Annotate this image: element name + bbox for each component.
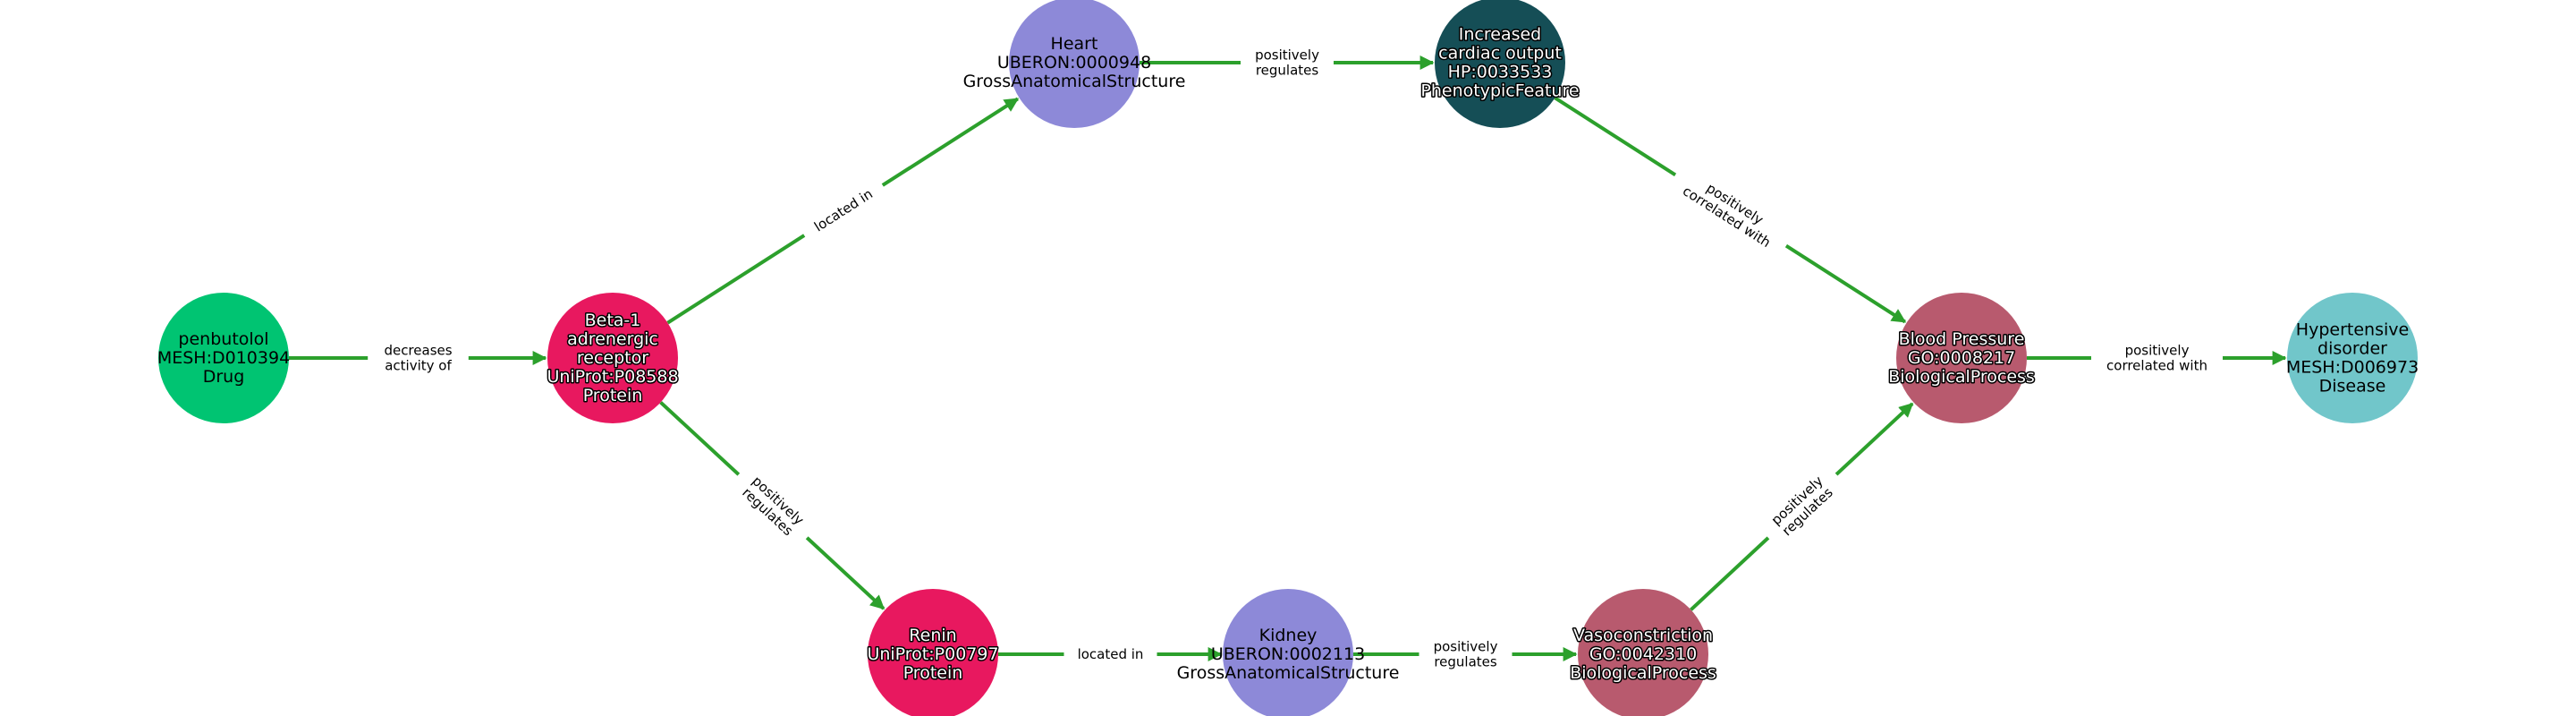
node-label-line: PhenotypicFeature: [1420, 81, 1579, 101]
edge-label-line: positively: [1255, 47, 1319, 64]
node-label-line: receptor: [577, 348, 648, 368]
node-label-line: BiologicalProcess: [1888, 367, 2035, 387]
node-vaso[interactable]: VasoconstrictionGO:0042310BiologicalProc…: [1569, 589, 1717, 716]
node-label-line: GrossAnatomicalStructure: [1177, 663, 1400, 683]
edge-label-background: [368, 340, 469, 376]
node-circle[interactable]: [158, 293, 289, 423]
node-circle[interactable]: [868, 589, 998, 716]
node-label-line: GrossAnatomicalStructure: [963, 72, 1186, 91]
edge-label-line: located in: [811, 186, 876, 235]
edge-label-line: positively: [2125, 343, 2190, 359]
node-label-line: Renin: [909, 626, 956, 645]
edge-label-line: positively: [1434, 639, 1498, 655]
edge-label-line: activity of: [385, 358, 452, 374]
node-label-line: Vasoconstriction: [1573, 626, 1713, 645]
node-circle[interactable]: [1223, 589, 1353, 716]
edge-label-background: [1665, 159, 1796, 261]
edge-label-line: decreases: [384, 343, 452, 359]
edge-label-background: [726, 461, 819, 551]
node-circle[interactable]: [1009, 0, 1140, 128]
node-label-line: penbutolol: [178, 329, 268, 349]
node-label-line: Drug: [203, 367, 245, 387]
node-circle[interactable]: [1435, 0, 1565, 128]
node-heart[interactable]: HeartUBERON:0000948GrossAnatomicalStruct…: [963, 0, 1186, 128]
edge-label-line: regulates: [1256, 63, 1319, 79]
node-label-line: UniProt:P00797: [867, 644, 998, 664]
node-label-line: GO:0042310: [1589, 644, 1697, 664]
node-kidney[interactable]: KidneyUBERON:0002113GrossAnatomicalStruc…: [1177, 589, 1400, 716]
node-label-line: HP:0033533: [1448, 63, 1553, 82]
edge-label-background: [1756, 461, 1849, 551]
node-label-line: Hypertensive: [2296, 320, 2409, 340]
node-label-line: Blood Pressure: [1899, 329, 2025, 349]
node-label-line: disorder: [2318, 339, 2387, 359]
node-beta1[interactable]: Beta-1adrenergicreceptorUniProt:P08588Pr…: [546, 293, 680, 423]
node-label-line: GO:0008217: [1908, 348, 2015, 368]
node-label-line: adrenergic: [567, 329, 658, 349]
node-label-line: Protein: [903, 663, 963, 683]
edge-beta1-heart: located in: [666, 97, 1020, 325]
node-label-line: BiologicalProcess: [1570, 663, 1716, 683]
edge-label-background: [2091, 340, 2223, 376]
edge-label-line: regulates: [1434, 654, 1497, 670]
node-label-line: Beta-1: [585, 311, 641, 330]
node-label-line: MESH:D010394: [157, 348, 290, 368]
node-label-line: UniProt:P08588: [547, 367, 678, 387]
node-circle[interactable]: [1896, 293, 2027, 423]
edge-label-line: located in: [1078, 646, 1144, 662]
node-label-line: UBERON:0002113: [1211, 644, 1365, 664]
edge-label-background: [1241, 45, 1334, 81]
node-circle[interactable]: [547, 293, 678, 423]
node-bp[interactable]: Blood PressureGO:0008217BiologicalProces…: [1887, 293, 2036, 423]
node-label-line: Heart: [1051, 34, 1098, 54]
node-label-line: Increased: [1459, 25, 1541, 45]
edge-label-background: [798, 176, 889, 244]
node-circle[interactable]: [2287, 293, 2418, 423]
node-label-line: cardiac output: [1438, 44, 1562, 64]
edge-label: located in: [798, 176, 889, 244]
node-label-line: UBERON:0000948: [997, 53, 1151, 72]
edge-renin-kidney: located in: [998, 644, 1223, 665]
node-label-line: Kidney: [1259, 626, 1318, 645]
node-label-line: Protein: [583, 386, 643, 405]
node-circle[interactable]: [1578, 589, 1708, 716]
node-label-line: MESH:D006973: [2286, 358, 2419, 378]
edge-label-line: correlated with: [2106, 358, 2207, 374]
edge-label-background: [1419, 636, 1513, 672]
node-label-line: Disease: [2319, 377, 2386, 396]
edge-label: located in: [1063, 644, 1157, 665]
edge-label-background: [1063, 644, 1157, 665]
